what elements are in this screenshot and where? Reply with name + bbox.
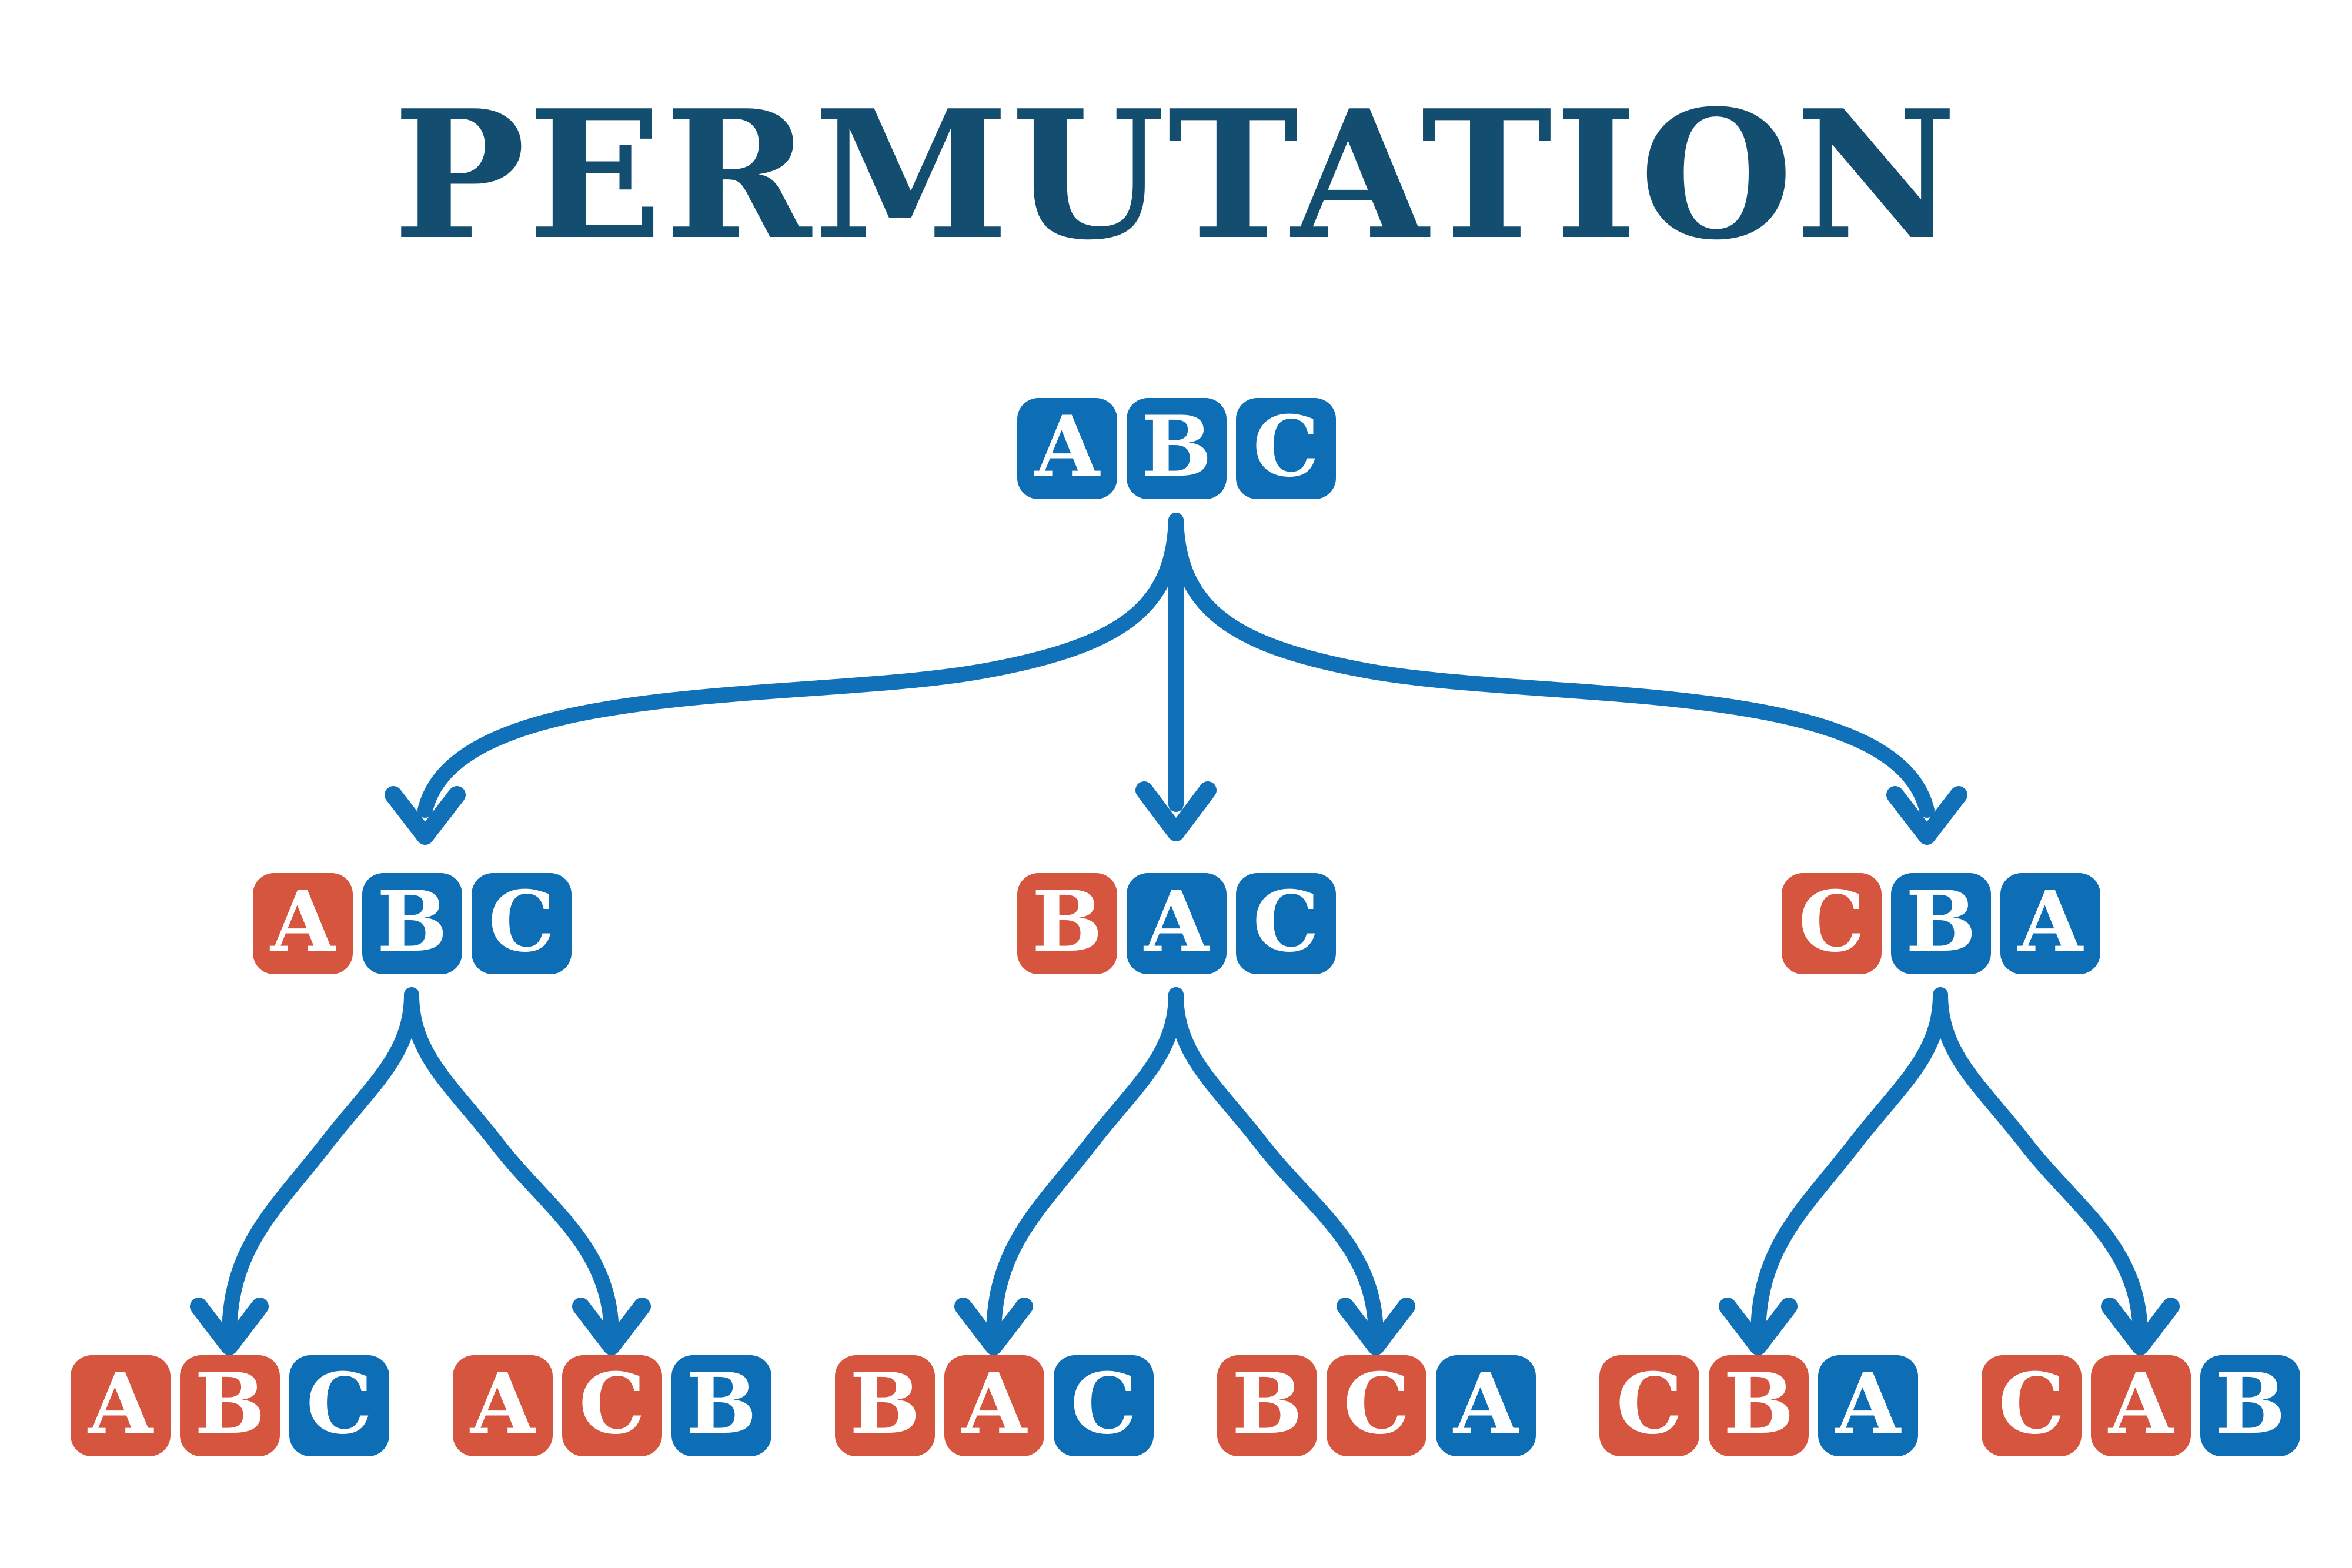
node-leaf-cba: C B A: [1599, 1355, 1918, 1456]
letter-box: A: [1017, 398, 1117, 499]
node-leaf-abc: A B C: [71, 1355, 389, 1456]
node-level2-abc: A B C: [253, 873, 572, 974]
node-root-abc: A B C: [1017, 398, 1336, 499]
node-leaf-acb: A C B: [453, 1355, 771, 1456]
letter: B: [849, 1355, 921, 1453]
letter-box: C: [472, 873, 572, 974]
arrow-left-to-acb: [404, 987, 651, 1355]
letter-box: B: [1709, 1355, 1809, 1456]
letter-box: C: [1236, 398, 1336, 499]
letter: C: [488, 873, 555, 971]
letter-box: A: [1127, 873, 1227, 974]
letter: C: [1798, 873, 1865, 971]
letter: A: [470, 1355, 536, 1453]
letter-box: C: [1236, 873, 1336, 974]
letter-box: C: [1327, 1355, 1426, 1456]
letter: B: [1141, 398, 1212, 496]
page-title: PERMUTATION: [393, 71, 1959, 279]
letter-box: C: [562, 1355, 662, 1456]
node-leaf-bac: B A C: [835, 1355, 1154, 1456]
letter-box: A: [453, 1355, 553, 1456]
letter-box: B: [362, 873, 462, 974]
letter: B: [194, 1355, 266, 1453]
arrow-root-to-middle: [1135, 513, 1217, 841]
letter: C: [306, 1355, 373, 1453]
letter: A: [270, 873, 336, 971]
letter-box: B: [1217, 1355, 1317, 1456]
node-level2-bac: B A C: [1017, 873, 1336, 974]
letter: C: [1070, 1355, 1137, 1453]
letter-box: B: [180, 1355, 280, 1456]
letter: B: [686, 1355, 757, 1453]
letter-box: B: [1891, 873, 1991, 974]
letter-box: A: [2000, 873, 2100, 974]
letter: B: [376, 873, 448, 971]
letter: A: [2017, 873, 2083, 971]
letter: C: [1252, 873, 1319, 971]
arrow-middle-to-bca: [1168, 987, 1415, 1355]
letter-box: A: [1818, 1355, 1918, 1456]
letter-box: A: [253, 873, 353, 974]
letter: A: [1453, 1355, 1519, 1453]
arrow-root-to-left: [385, 513, 1184, 845]
letter: B: [2214, 1355, 2286, 1453]
letter-box: C: [1054, 1355, 1154, 1456]
letter-box: B: [1127, 398, 1227, 499]
letter: C: [1998, 1355, 2065, 1453]
node-level2-cba: C B A: [1782, 873, 2100, 974]
letter-box: C: [1599, 1355, 1699, 1456]
arrow-left-to-abc: [190, 987, 419, 1355]
letter-box: B: [1017, 873, 1117, 974]
letter-box: B: [835, 1355, 935, 1456]
arrow-right-to-cba: [1719, 987, 1948, 1355]
node-leaf-cab: C A B: [1982, 1355, 2300, 1456]
letter: A: [961, 1355, 1027, 1453]
arrow-root-to-right: [1168, 513, 1967, 845]
letter: C: [579, 1355, 646, 1453]
letter-box: B: [671, 1355, 771, 1456]
letter: C: [1252, 398, 1319, 496]
letter: C: [1616, 1355, 1683, 1453]
letter: A: [1144, 873, 1210, 971]
letter: B: [1723, 1355, 1795, 1453]
letter: B: [1905, 873, 1977, 971]
node-leaf-bca: B C A: [1217, 1355, 1536, 1456]
letter: A: [2108, 1355, 2174, 1453]
letter-box: C: [289, 1355, 389, 1456]
letter-box: B: [2200, 1355, 2300, 1456]
letter: B: [1231, 1355, 1303, 1453]
letter-box: A: [1436, 1355, 1536, 1456]
letter-box: A: [944, 1355, 1044, 1456]
letter-box: C: [1982, 1355, 2082, 1456]
letter: A: [1034, 398, 1100, 496]
arrow-middle-to-bac: [954, 987, 1184, 1355]
letter: B: [1031, 873, 1103, 971]
letter-box: C: [1782, 873, 1882, 974]
letter: A: [1835, 1355, 1901, 1453]
letter-box: A: [2091, 1355, 2191, 1456]
letter: C: [1343, 1355, 1410, 1453]
letter: A: [88, 1355, 153, 1453]
arrow-right-to-cab: [1933, 987, 2180, 1355]
letter-box: A: [71, 1355, 171, 1456]
